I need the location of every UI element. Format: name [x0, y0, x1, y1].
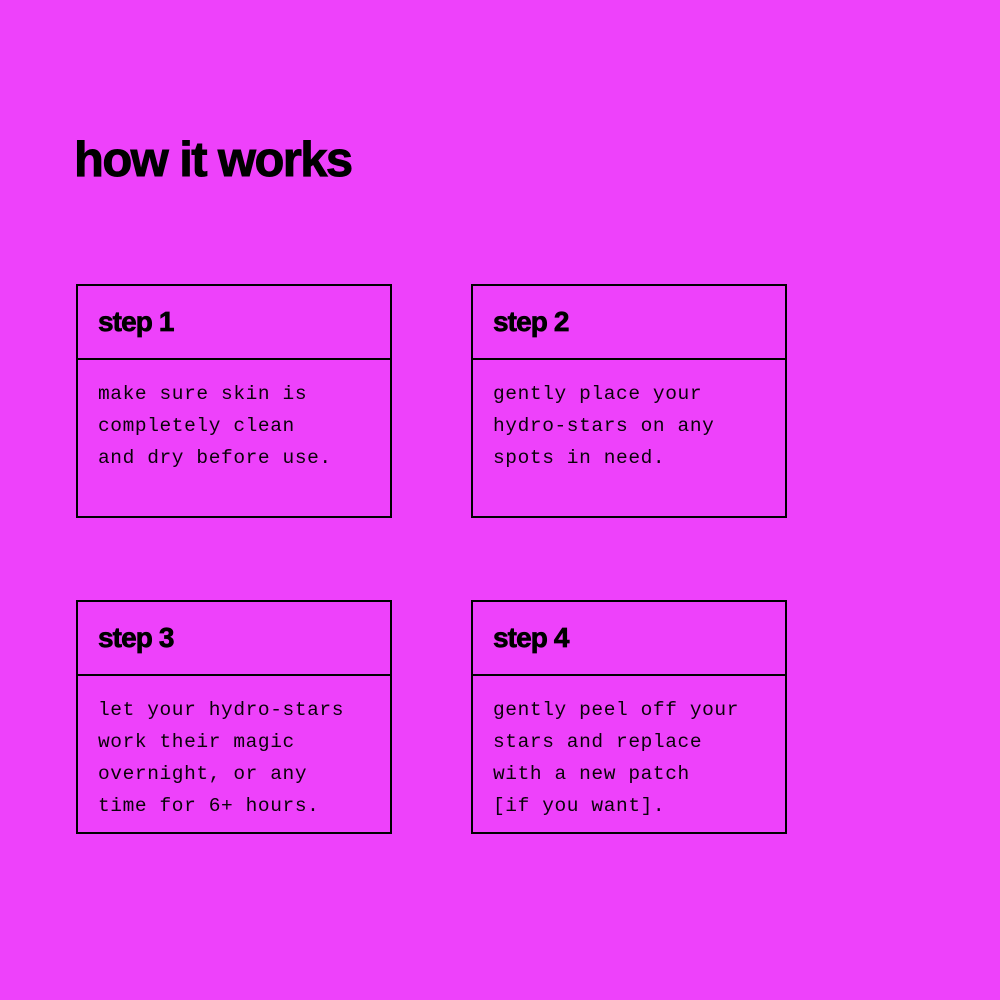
step-card-2: step 2 gently place your hydro-stars on …: [471, 284, 787, 518]
steps-grid: step 1 make sure skin is completely clea…: [76, 284, 787, 834]
step-card-1-header: step 1: [78, 286, 390, 360]
page-title: how it works: [74, 132, 354, 187]
step-card-4-text: gently peel off your stars and replace w…: [493, 699, 740, 817]
step-card-4-body: gently peel off your stars and replace w…: [473, 676, 785, 832]
step-card-1-text: make sure skin is completely clean and d…: [98, 383, 332, 469]
step-card-1: step 1 make sure skin is completely clea…: [76, 284, 392, 518]
step-card-2-text: gently place your hydro-stars on any spo…: [493, 383, 715, 469]
step-card-2-label: step 2: [493, 306, 570, 338]
step-card-3: step 3 let your hydro-stars work their m…: [76, 600, 392, 834]
step-card-3-header: step 3: [78, 602, 390, 676]
step-card-2-header: step 2: [473, 286, 785, 360]
step-card-3-body: let your hydro-stars work their magic ov…: [78, 676, 390, 832]
step-card-4-label: step 4: [493, 622, 570, 654]
step-card-1-label: step 1: [98, 306, 175, 338]
step-card-1-body: make sure skin is completely clean and d…: [78, 360, 390, 516]
step-card-3-text: let your hydro-stars work their magic ov…: [98, 699, 345, 817]
step-card-4: step 4 gently peel off your stars and re…: [471, 600, 787, 834]
step-card-2-body: gently place your hydro-stars on any spo…: [473, 360, 785, 516]
steps-row-1: step 1 make sure skin is completely clea…: [76, 284, 787, 518]
steps-row-2: step 3 let your hydro-stars work their m…: [76, 600, 787, 834]
step-card-3-label: step 3: [98, 622, 175, 654]
step-card-4-header: step 4: [473, 602, 785, 676]
